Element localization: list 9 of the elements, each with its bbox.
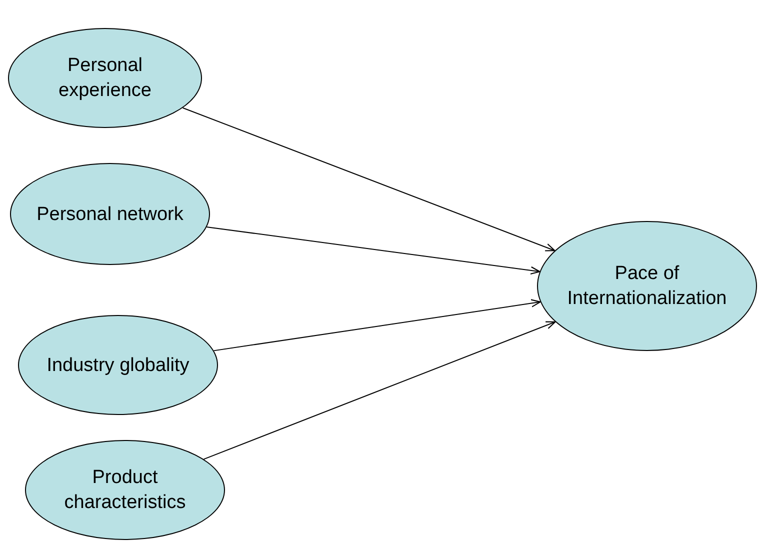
node-label: Pace of Internationalization	[566, 262, 728, 311]
arrow	[203, 321, 556, 460]
arrow	[182, 107, 556, 252]
node-label: Personal experience	[58, 54, 152, 103]
node-label: Product characteristics	[63, 466, 187, 515]
arrow	[213, 299, 541, 352]
node-label: Personal network	[36, 202, 184, 226]
node-label: Industry globality	[46, 354, 190, 378]
arrow	[206, 226, 540, 275]
